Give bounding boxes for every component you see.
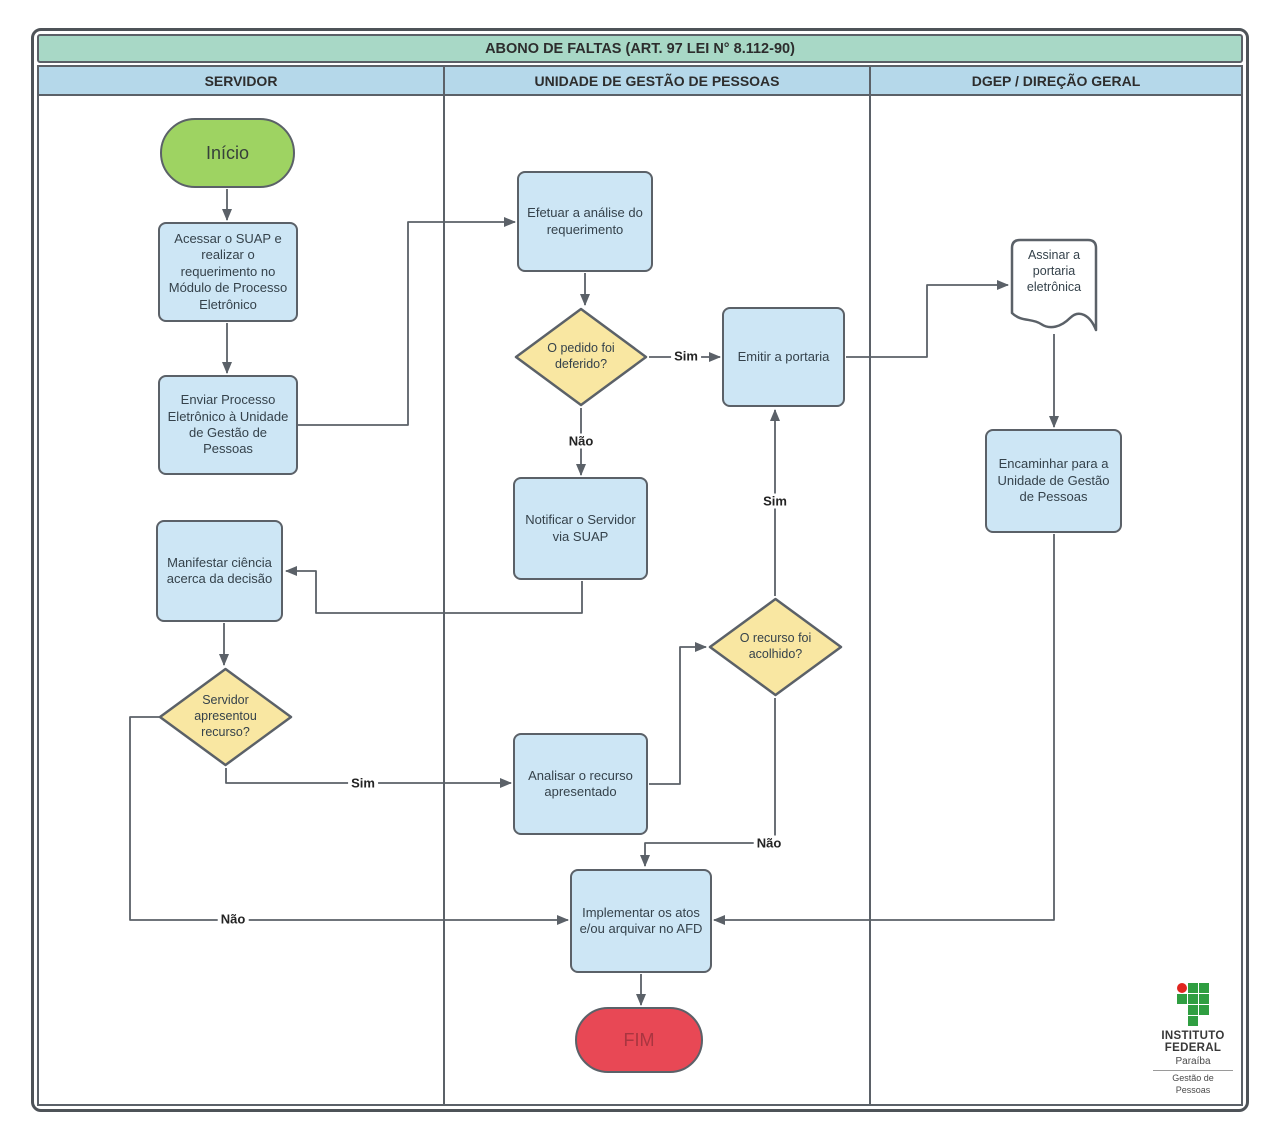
- logo-text-pessoas: Pessoas: [1175, 1084, 1211, 1095]
- node-decision-pedido-deferido-label: O pedido foi deferido?: [547, 341, 615, 371]
- node-encaminhar-unidade-label: Encaminhar para a Unidade de Gestão de P…: [997, 456, 1110, 505]
- node-notificar-servidor: Notificar o Servidor via SUAP: [513, 477, 648, 580]
- node-efetuar-analise: Efetuar a análise do requerimento: [517, 171, 653, 272]
- lane-header-dgep-direcao-geral: DGEP / DIREÇÃO GERAL: [869, 65, 1243, 96]
- node-emitir-portaria-label: Emitir a portaria: [737, 348, 830, 364]
- node-efetuar-analise-label: Efetuar a análise do requerimento: [527, 205, 643, 237]
- lane-header-servidor: SERVIDOR: [37, 65, 445, 96]
- node-enviar-processo: Enviar Processo Eletrônico à Unidade de …: [158, 375, 298, 475]
- diamond-shape: [514, 307, 648, 407]
- logo-text-instituto: INSTITUTO: [1161, 1030, 1225, 1042]
- node-assinar-portaria-label: Assinar a portaria eletrônica: [1026, 248, 1082, 294]
- node-manifestar-ciencia: Manifestar ciência acerca da decisão: [156, 520, 283, 622]
- node-emitir-portaria: Emitir a portaria: [722, 307, 845, 407]
- diagram-title: ABONO DE FALTAS (ART. 97 LEI N° 8.112-90…: [37, 34, 1243, 63]
- edge-label-recurso-sim: Sim: [760, 493, 790, 509]
- node-decision-servidor-recurso: Servidor apresentou recurso?: [158, 667, 293, 767]
- edge-label-servidor-sim: Sim: [348, 775, 378, 791]
- pool-body: [37, 94, 1243, 1106]
- node-notificar-servidor-label: Notificar o Servidor via SUAP: [525, 512, 636, 544]
- node-analisar-recurso-label: Analisar o recurso apresentado: [528, 767, 633, 799]
- edge-label-servidor-nao: Não: [217, 911, 249, 927]
- node-analisar-recurso: Analisar o recurso apresentado: [513, 733, 648, 835]
- node-fim-label: FIM: [623, 1029, 655, 1050]
- node-enviar-processo-label: Enviar Processo Eletrônico à Unidade de …: [167, 392, 289, 457]
- logo-text-federal: FEDERAL: [1164, 1041, 1222, 1054]
- node-encaminhar-unidade: Encaminhar para a Unidade de Gestão de P…: [985, 429, 1122, 533]
- diagram-outer-border: [31, 28, 1249, 1112]
- node-inicio-label: Início: [205, 142, 250, 163]
- node-implementar-atos-label: Implementar os atos e/ou arquivar no AFD: [579, 904, 703, 936]
- node-decision-recurso-acolhido-label: O recurso foi acolhido?: [739, 631, 812, 661]
- logo-divider: [1153, 1069, 1233, 1071]
- node-inicio: Início: [160, 118, 295, 188]
- node-acessar-suap: Acessar o SUAP e realizar o requerimento…: [158, 222, 298, 322]
- lane-header-unidade-gestao-pessoas: UNIDADE DE GESTÃO DE PESSOAS: [443, 65, 871, 96]
- node-decision-recurso-acolhido: O recurso foi acolhido?: [708, 597, 843, 697]
- logo-text-gestao-de: Gestão de: [1172, 1072, 1214, 1083]
- lane-divider-1: [443, 96, 445, 1104]
- lane-divider-2: [869, 96, 871, 1104]
- node-decision-servidor-recurso-label: Servidor apresentou recurso?: [194, 693, 257, 739]
- edge-label-recurso-nao: Não: [753, 835, 785, 851]
- logo-text-paraiba: Paraíba: [1175, 1055, 1211, 1067]
- node-decision-pedido-deferido: O pedido foi deferido?: [514, 307, 648, 407]
- ifpb-logo: INSTITUTO FEDERAL Paraíba Gestão de Pess…: [1146, 983, 1240, 1096]
- node-manifestar-ciencia-label: Manifestar ciência acerca da decisão: [166, 554, 273, 586]
- node-fim: FIM: [575, 1007, 703, 1073]
- ifpb-logo-mark-icon: [1177, 983, 1209, 1026]
- node-assinar-portaria-document: Assinar a portaria eletrônica: [1010, 238, 1098, 333]
- node-acessar-suap-label: Acessar o SUAP e realizar o requerimento…: [168, 231, 288, 312]
- node-implementar-atos: Implementar os atos e/ou arquivar no AFD: [570, 869, 712, 973]
- document-shape: [1010, 238, 1098, 332]
- logo-dot-red: [1177, 983, 1187, 993]
- edge-label-pedido-sim: Sim: [671, 348, 701, 364]
- edge-label-pedido-nao: Não: [565, 433, 597, 449]
